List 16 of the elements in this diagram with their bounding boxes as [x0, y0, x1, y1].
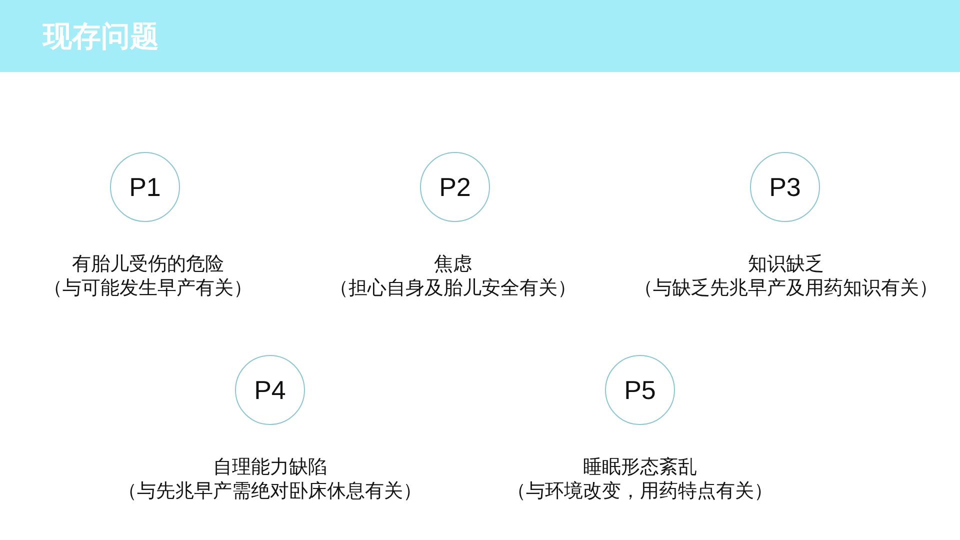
label-circle: P4: [235, 355, 305, 425]
cause-caption: （与先兆早产需绝对卧床休息有关）: [118, 479, 422, 503]
cause-caption: （担心自身及胎儿安全有关）: [330, 276, 576, 300]
label-circle: P1: [110, 152, 180, 222]
cause-caption: （与可能发生早产有关）: [44, 276, 252, 300]
problem-caption: 焦虑: [434, 252, 472, 276]
label-circle: P5: [605, 355, 675, 425]
cause-caption: （与环境改变，用药特点有关）: [507, 479, 773, 503]
label-circle: P3: [750, 152, 820, 222]
slide-title: 现存问题: [43, 18, 159, 55]
cause-caption: （与缺乏先兆早产及用药知识有关）: [634, 276, 938, 300]
problem-caption: 睡眠形态紊乱: [583, 455, 697, 479]
problem-caption: 自理能力缺陷: [213, 455, 327, 479]
problem-caption: 有胎儿受伤的危险: [72, 252, 224, 276]
label-circle: P2: [420, 152, 490, 222]
problem-caption: 知识缺乏: [748, 252, 824, 276]
